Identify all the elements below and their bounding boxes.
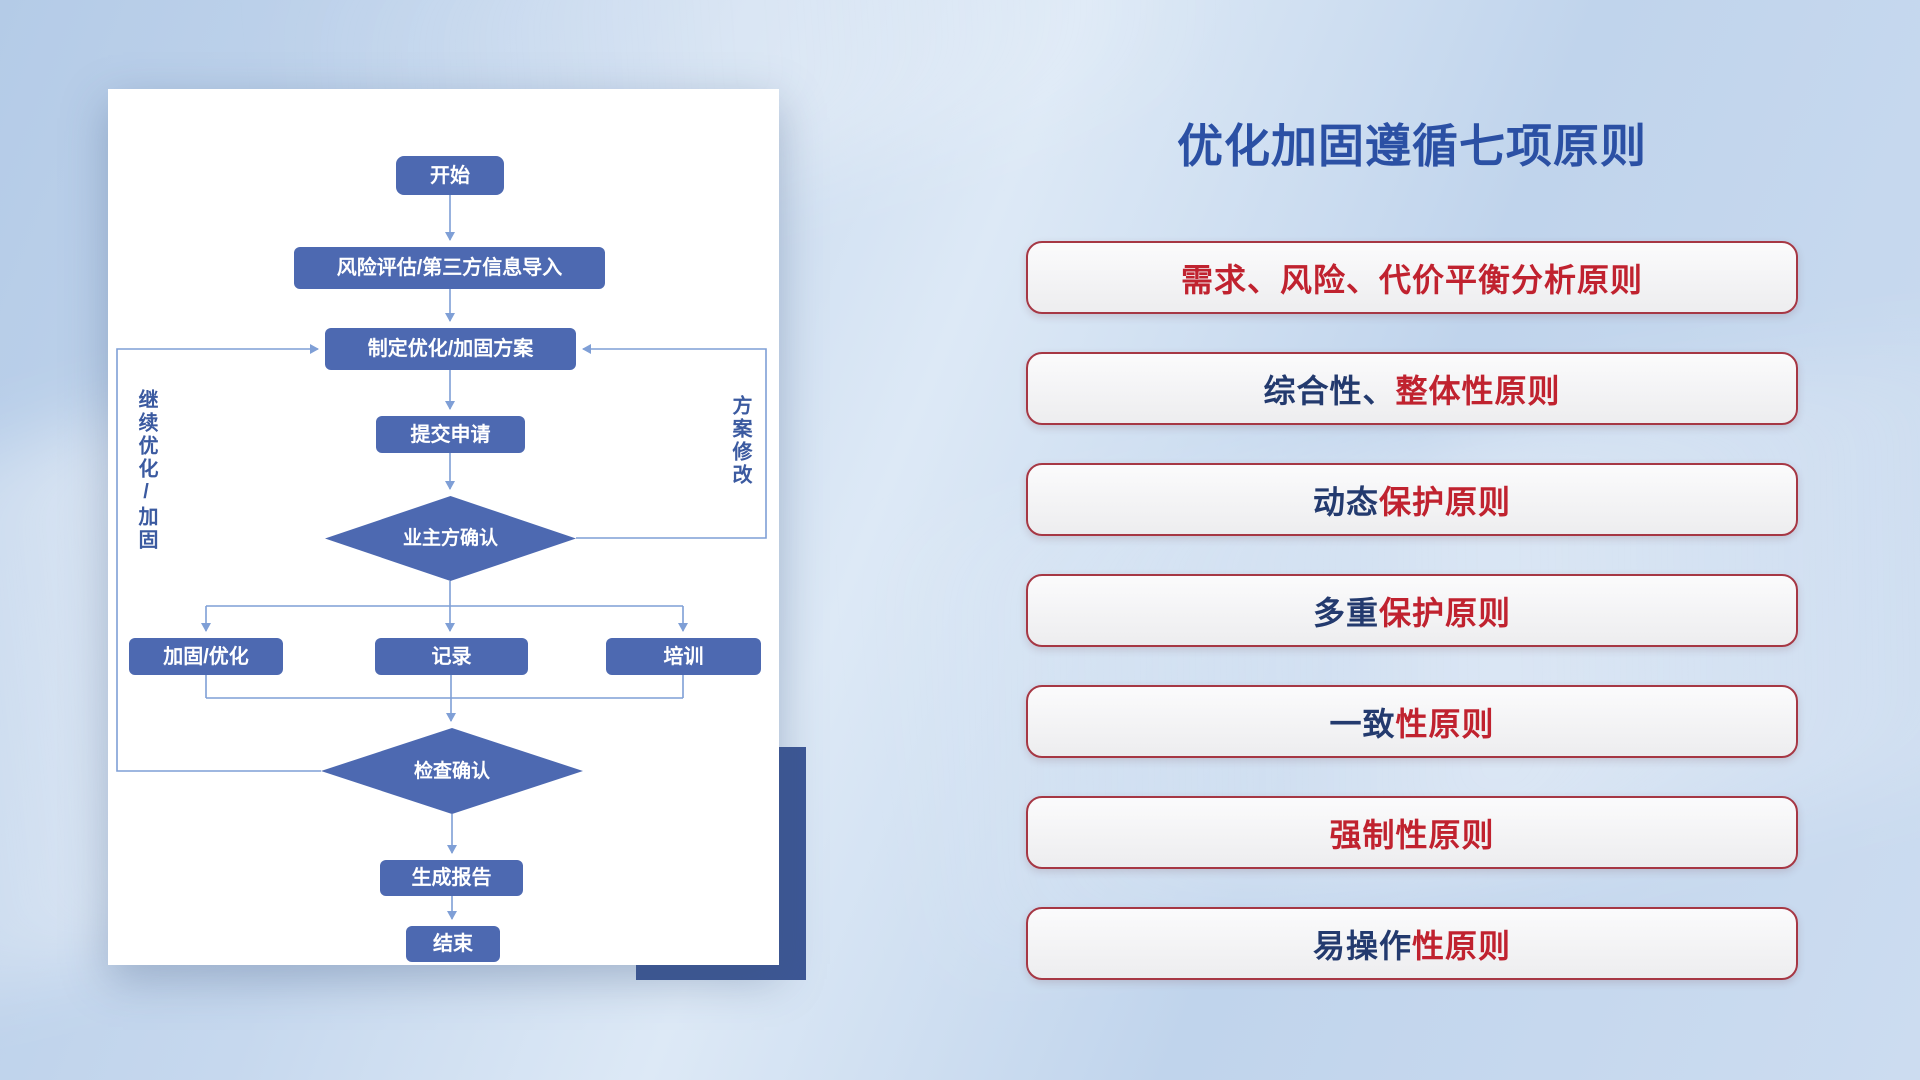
- principles-list: 需求、风险、代价平衡分析原则 综合性、整体性原则 动态保护原则 多重保护原则 一…: [1026, 241, 1798, 980]
- principle-text-segment: 多重: [1312, 594, 1379, 631]
- principle-text-segment: 一致: [1329, 705, 1396, 742]
- node-risk-import: 风险评估/第三方信息导入: [294, 247, 605, 289]
- node-make-plan: 制定优化/加固方案: [325, 328, 576, 370]
- loop-label-continue-optimize: 继续优化/加固: [135, 389, 157, 552]
- flowchart-card: 开始 风险评估/第三方信息导入 制定优化/加固方案 提交申请 业主方确认 加固/…: [108, 89, 779, 965]
- principle-pill-balance-analysis: 需求、风险、代价平衡分析原则: [1026, 241, 1798, 314]
- principle-pill-mandatory: 强制性原则: [1026, 796, 1798, 869]
- principle-pill-comprehensive-integral: 综合性、整体性原则: [1026, 352, 1798, 425]
- principle-text-segment: 整体性原则: [1395, 372, 1561, 409]
- principle-pill-multiple-protection: 多重保护原则: [1026, 574, 1798, 647]
- node-generate-report: 生成报告: [380, 860, 523, 896]
- node-start: 开始: [396, 156, 504, 195]
- slide-title: 优化加固遵循七项原则: [1177, 120, 1647, 172]
- principle-text-segment: 易操作: [1312, 927, 1412, 964]
- node-record: 记录: [375, 638, 528, 675]
- node-end: 结束: [406, 926, 500, 962]
- loop-label-plan-modify: 方案修改: [729, 395, 751, 487]
- principle-text-segment: 强制性原则: [1329, 816, 1495, 853]
- principle-text-segment: 性原则: [1395, 705, 1495, 742]
- principle-pill-dynamic-protection: 动态保护原则: [1026, 463, 1798, 536]
- principle-text-segment: 性原则: [1412, 927, 1512, 964]
- principle-text-segment: 动态: [1312, 483, 1379, 520]
- principle-text-segment: 需求、风险、代价平衡分析原则: [1180, 261, 1643, 298]
- principle-pill-easy-operation: 易操作性原则: [1026, 907, 1798, 980]
- node-reinforce-optimize: 加固/优化: [129, 638, 283, 675]
- principle-text-segment: 综合性、: [1263, 372, 1396, 409]
- node-submit-request: 提交申请: [376, 416, 525, 453]
- principle-pill-consistency: 一致性原则: [1026, 685, 1798, 758]
- node-training: 培训: [606, 638, 761, 675]
- principle-text-segment: 保护原则: [1379, 483, 1512, 520]
- principle-text-segment: 保护原则: [1379, 594, 1512, 631]
